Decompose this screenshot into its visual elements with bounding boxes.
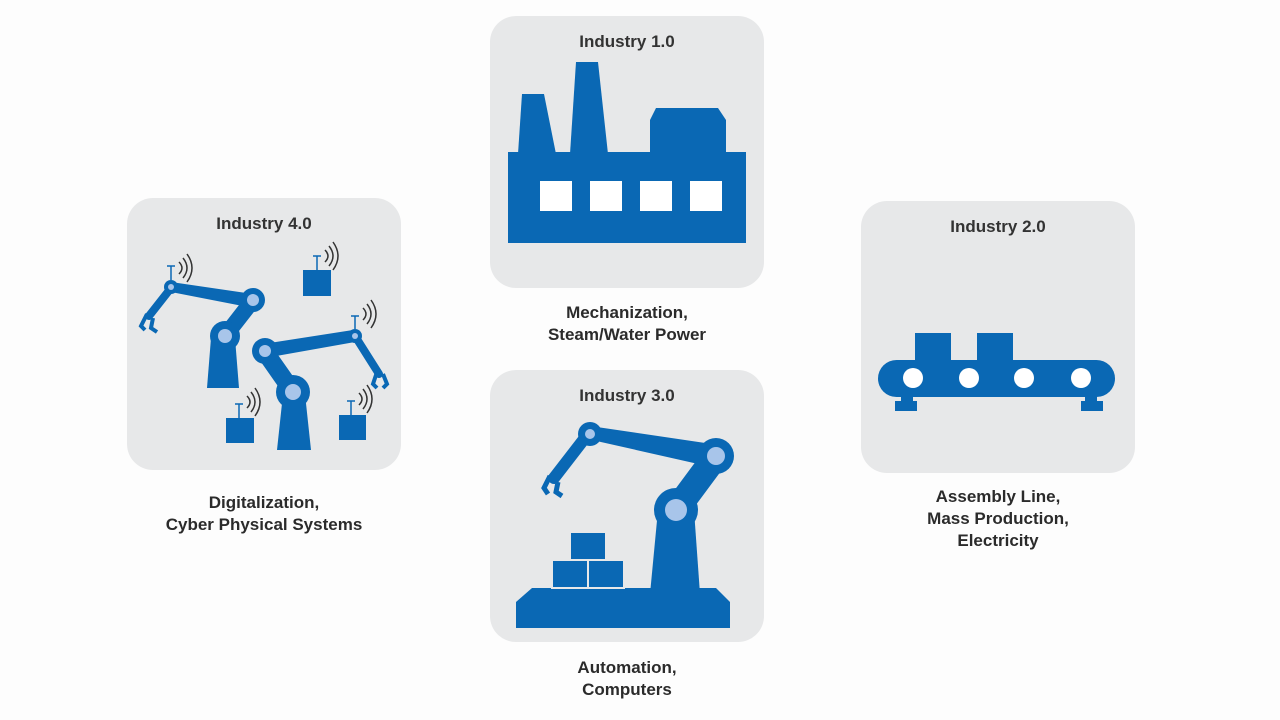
- industry-3-card: Industry 3.0: [490, 370, 764, 642]
- industry-1-title: Industry 1.0: [579, 32, 675, 51]
- industry-2-caption-line: Mass Production,: [927, 509, 1069, 528]
- industry-1-caption-line: Steam/Water Power: [547, 325, 707, 344]
- industry-2-card: Industry 2.0: [861, 201, 1135, 473]
- robot-arm-icon: [516, 422, 734, 628]
- connected-robots-icon: [138, 241, 390, 450]
- industry-1-caption: Mechanization, Steam/Water Power: [480, 302, 774, 346]
- industry-4-title: Industry 4.0: [216, 214, 312, 233]
- industry-4-card: Industry 4.0: [127, 198, 401, 470]
- conveyor-belt-icon: [878, 333, 1115, 411]
- industry-4-caption: Digitalization, Cyber Physical Systems: [117, 492, 411, 536]
- industry-2-caption: Assembly Line, Mass Production, Electric…: [858, 486, 1138, 552]
- industry-1-caption-line: Mechanization,: [566, 303, 688, 322]
- industry-3-title: Industry 3.0: [579, 386, 675, 405]
- industry-2-caption-line: Electricity: [957, 531, 1039, 550]
- industry-2-caption-line: Assembly Line,: [935, 487, 1061, 506]
- industry-3-caption-line: Computers: [582, 680, 672, 699]
- industry-4-caption-line: Cyber Physical Systems: [165, 515, 363, 534]
- factory-icon: [508, 62, 746, 243]
- industry-1-card: Industry 1.0: [490, 16, 764, 288]
- industry-2-title: Industry 2.0: [950, 217, 1046, 236]
- industry-4-caption-line: Digitalization,: [208, 493, 320, 512]
- industry-3-caption: Automation, Computers: [480, 657, 774, 701]
- industry-3-caption-line: Automation,: [577, 658, 677, 677]
